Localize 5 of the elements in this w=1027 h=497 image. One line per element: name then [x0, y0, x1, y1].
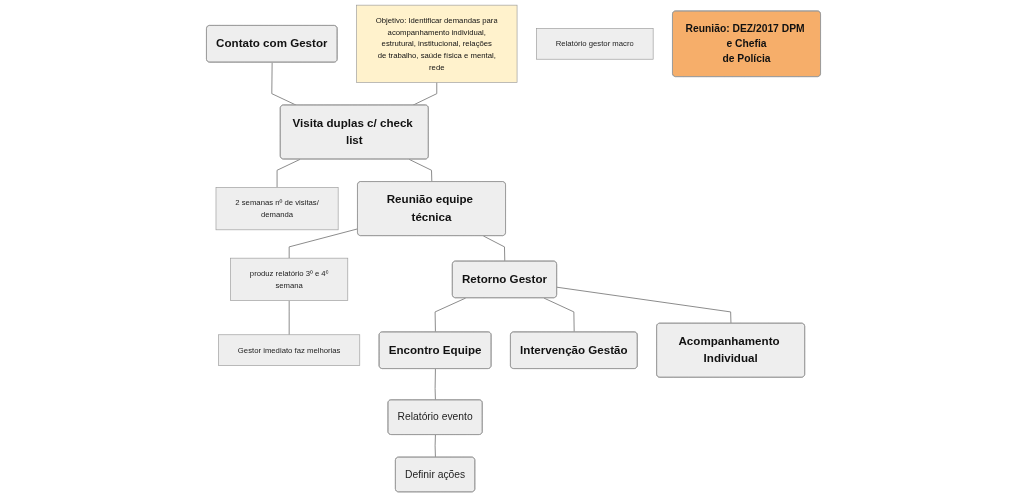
connector — [434, 434, 436, 458]
connector — [434, 368, 436, 401]
connector — [556, 286, 732, 324]
connector — [288, 228, 359, 259]
connector — [288, 300, 290, 336]
